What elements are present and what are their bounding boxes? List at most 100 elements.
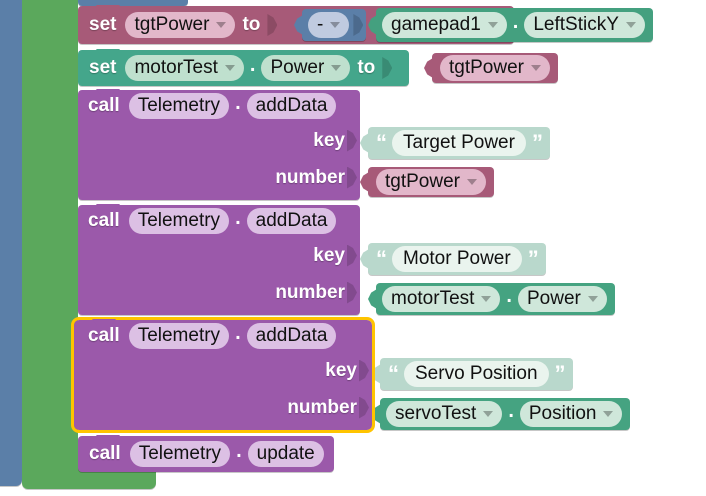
member-separator: . bbox=[249, 53, 256, 76]
telemetry-method-name: update bbox=[256, 443, 315, 464]
telemetry-method-name: addData bbox=[255, 210, 328, 231]
number-socket bbox=[347, 281, 357, 304]
arg-row-number: number bbox=[78, 274, 360, 311]
property-name: Position bbox=[528, 403, 597, 424]
chevron-down-icon bbox=[625, 22, 636, 28]
gamepad-device-name: gamepad1 bbox=[391, 14, 481, 35]
variable-dropdown[interactable]: tgtPower bbox=[376, 169, 486, 195]
key-socket bbox=[347, 129, 357, 152]
value-socket bbox=[267, 14, 278, 36]
plug-left bbox=[360, 172, 369, 192]
telemetry-method-name: addData bbox=[255, 95, 328, 116]
gamepad-getter-block[interactable]: gamepad1 . LeftStickY bbox=[368, 8, 653, 42]
to-label: to bbox=[357, 57, 376, 78]
device-name: servoTest bbox=[395, 403, 477, 424]
text-string-block-1[interactable]: “ Target Power ” bbox=[360, 127, 550, 159]
call-keyword: call bbox=[88, 210, 120, 231]
operator-symbol: - bbox=[317, 14, 324, 35]
variable-dropdown[interactable]: tgtPower bbox=[440, 55, 550, 81]
quote-close-icon: ” bbox=[554, 361, 566, 386]
telemetry-method-field[interactable]: addData bbox=[246, 323, 337, 349]
telemetry-adddata-block-1[interactable]: call Telemetry . addData key number bbox=[78, 90, 360, 200]
telemetry-object-field[interactable]: Telemetry bbox=[128, 208, 230, 234]
text-value-field[interactable]: Servo Position bbox=[404, 361, 549, 387]
variable-dropdown[interactable]: tgtPower bbox=[125, 12, 236, 38]
set-keyword: set bbox=[89, 57, 117, 78]
number-socket bbox=[359, 396, 369, 419]
telemetry-update-block[interactable]: call Telemetry . update bbox=[78, 436, 334, 472]
key-socket bbox=[359, 359, 369, 382]
chevron-down-icon bbox=[587, 296, 598, 302]
property-dropdown[interactable]: Power bbox=[517, 286, 607, 312]
to-label: to bbox=[242, 14, 261, 35]
chevron-down-icon bbox=[224, 65, 235, 71]
chevron-down-icon bbox=[216, 22, 227, 28]
set-property-block[interactable]: set motorTest . Power to bbox=[78, 50, 410, 86]
quote-close-icon: ” bbox=[527, 246, 539, 271]
telemetry-method-field[interactable]: addData bbox=[246, 208, 337, 234]
device-dropdown[interactable]: servoTest bbox=[386, 401, 503, 427]
preceding-block-stub[interactable] bbox=[78, 0, 188, 6]
operand-socket bbox=[353, 14, 364, 36]
gamepad-property-name: LeftStickY bbox=[533, 14, 619, 35]
device-dropdown[interactable]: motorTest bbox=[382, 286, 501, 312]
text-value-field[interactable]: Motor Power bbox=[392, 246, 522, 272]
plug-left bbox=[368, 15, 377, 35]
chevron-down-icon bbox=[483, 411, 494, 417]
telemetry-object-field[interactable]: Telemetry bbox=[128, 93, 230, 119]
telemetry-object-field[interactable]: Telemetry bbox=[128, 323, 230, 349]
property-dropdown[interactable]: Power bbox=[261, 55, 351, 81]
arg-row-number: number bbox=[74, 389, 372, 426]
call-header: call Telemetry . addData bbox=[74, 320, 338, 352]
text-string-block-3[interactable]: “ Servo Position ” bbox=[372, 358, 573, 390]
plug-left bbox=[424, 58, 433, 78]
property-getter-block-3[interactable]: servoTest . Position bbox=[372, 398, 631, 430]
negate-block[interactable]: - bbox=[294, 9, 367, 41]
variable-name: tgtPower bbox=[385, 171, 460, 192]
gamepad-device-dropdown[interactable]: gamepad1 bbox=[382, 12, 507, 38]
call-keyword: call bbox=[89, 443, 121, 464]
telemetry-method-field[interactable]: update bbox=[247, 441, 324, 467]
member-separator: . bbox=[235, 321, 241, 344]
text-string-block-2[interactable]: “ Motor Power ” bbox=[360, 243, 546, 275]
value-socket bbox=[382, 57, 393, 79]
telemetry-object-name: Telemetry bbox=[137, 325, 221, 346]
arg-row-key: key bbox=[74, 352, 372, 389]
variable-getter-block-1[interactable]: tgtPower bbox=[360, 167, 494, 197]
set-keyword: set bbox=[89, 14, 117, 35]
key-socket bbox=[347, 244, 357, 267]
property-dropdown[interactable]: Position bbox=[519, 401, 623, 427]
chevron-down-icon bbox=[487, 22, 498, 28]
quote-open-icon: “ bbox=[376, 130, 387, 155]
member-separator: . bbox=[512, 10, 519, 33]
arg-row-number: number bbox=[78, 159, 360, 196]
chevron-down-icon bbox=[331, 65, 342, 71]
telemetry-adddata-block-2[interactable]: call Telemetry . addData key number bbox=[78, 205, 360, 315]
operator-dropdown[interactable]: - bbox=[308, 12, 350, 38]
variable-getter-block[interactable]: tgtPower bbox=[424, 53, 558, 83]
telemetry-object-name: Telemetry bbox=[137, 210, 221, 231]
gamepad-property-dropdown[interactable]: LeftStickY bbox=[524, 12, 645, 38]
arg-key-label: key bbox=[325, 359, 357, 381]
chevron-down-icon bbox=[481, 296, 492, 302]
telemetry-adddata-block-3[interactable]: call Telemetry . addData key number bbox=[71, 317, 375, 433]
telemetry-method-field[interactable]: addData bbox=[246, 93, 337, 119]
call-header: call Telemetry . addData bbox=[78, 205, 338, 237]
plug-left bbox=[368, 289, 377, 309]
device-dropdown[interactable]: motorTest bbox=[125, 55, 244, 81]
control-loop-container[interactable] bbox=[22, 0, 78, 471]
arg-number-label: number bbox=[275, 166, 345, 188]
arg-number-label: number bbox=[287, 396, 357, 418]
arg-number-label: number bbox=[275, 281, 345, 303]
call-header: call Telemetry . addData bbox=[78, 90, 338, 122]
property-name: Power bbox=[270, 57, 325, 78]
plug-left bbox=[294, 15, 303, 35]
member-separator: . bbox=[235, 91, 241, 114]
chevron-down-icon bbox=[466, 179, 477, 185]
opmode-block-rail[interactable] bbox=[0, 0, 22, 486]
telemetry-object-field[interactable]: Telemetry bbox=[129, 441, 231, 467]
property-getter-block-2[interactable]: motorTest . Power bbox=[368, 283, 615, 315]
chevron-down-icon bbox=[330, 22, 341, 28]
text-value-field[interactable]: Target Power bbox=[392, 130, 526, 156]
